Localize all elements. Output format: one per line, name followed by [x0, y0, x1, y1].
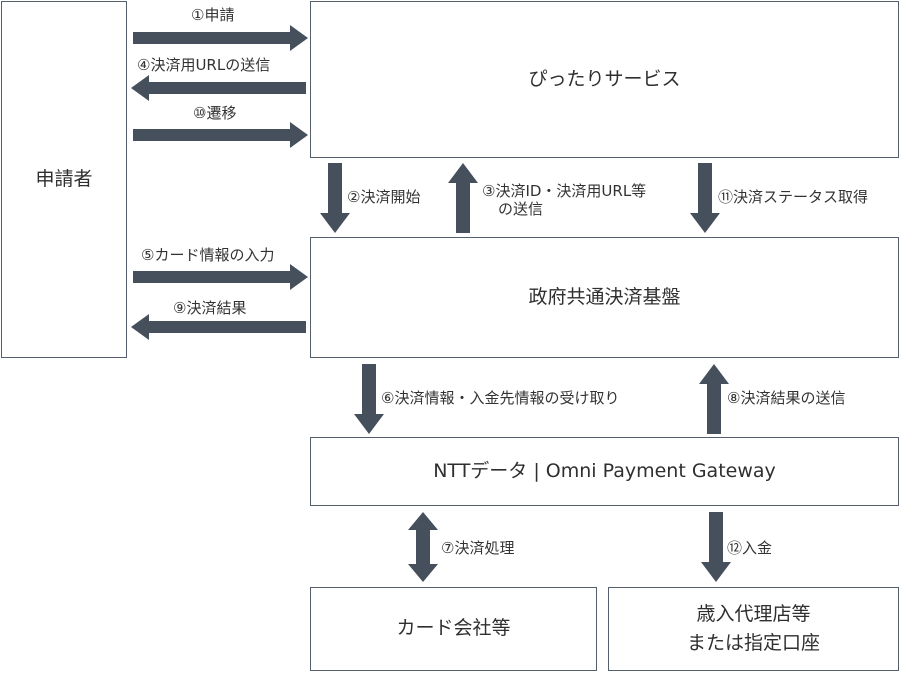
- arrow-step9: [131, 314, 306, 340]
- government-payment-platform-box: 政府共通決済基盤: [310, 237, 899, 358]
- arrow-step2: [320, 163, 350, 233]
- step4-label: ④決済用URLの送信: [137, 56, 271, 74]
- arrow-step5: [133, 264, 308, 290]
- step1-label: ①申請: [191, 6, 235, 24]
- step5-label: ⑤カード情報の入力: [141, 246, 275, 264]
- step3-label-line1: ③決済ID・決済用URL等: [482, 182, 647, 200]
- step7-label: ⑦決済処理: [441, 539, 515, 557]
- applicant-label: 申請者: [35, 167, 93, 190]
- revenue-agency-box: 歳入代理店等 または指定口座: [608, 587, 899, 671]
- arrow-step4: [131, 75, 306, 101]
- arrow-step11: [690, 163, 720, 233]
- revenue-agency-line1: 歳入代理店等: [696, 602, 811, 625]
- step3-label-line2: の送信: [498, 200, 544, 218]
- arrow-step8: [699, 364, 729, 434]
- step9-label: ⑨決済結果: [173, 299, 247, 317]
- step12-label: ⑫入金: [727, 539, 773, 557]
- step8-label: ⑧決済結果の送信: [727, 389, 846, 407]
- step2-label: ②決済開始: [347, 188, 421, 206]
- pittari-service-label: ぴったりサービス: [528, 67, 681, 90]
- revenue-agency-text: 歳入代理店等 または指定口座: [687, 600, 820, 659]
- step6-label: ⑥決済情報・入金先情報の受け取り: [381, 389, 620, 407]
- arrow-step10: [133, 122, 308, 148]
- arrow-step6: [354, 364, 384, 434]
- card-company-label: カード会社等: [396, 617, 511, 640]
- ntt-gateway-label: NTTデータ | Omni Payment Gateway: [433, 459, 776, 482]
- arrow-step7: [408, 512, 438, 582]
- ntt-gateway-box: NTTデータ | Omni Payment Gateway: [310, 437, 899, 506]
- step3-label: ③決済ID・決済用URL等 の送信: [482, 182, 646, 218]
- arrow-step3: [448, 163, 478, 233]
- arrow-step1: [133, 25, 308, 51]
- step11-label: ⑪決済ステータス取得: [718, 188, 869, 206]
- arrow-step12: [701, 512, 731, 582]
- step10-label: ⑩遷移: [193, 104, 237, 122]
- applicant-box: 申請者: [1, 1, 127, 358]
- card-company-box: カード会社等: [310, 587, 597, 671]
- government-payment-platform-label: 政府共通決済基盤: [528, 285, 681, 308]
- pittari-service-box: ぴったりサービス: [310, 1, 899, 158]
- revenue-agency-line2: または指定口座: [686, 632, 820, 654]
